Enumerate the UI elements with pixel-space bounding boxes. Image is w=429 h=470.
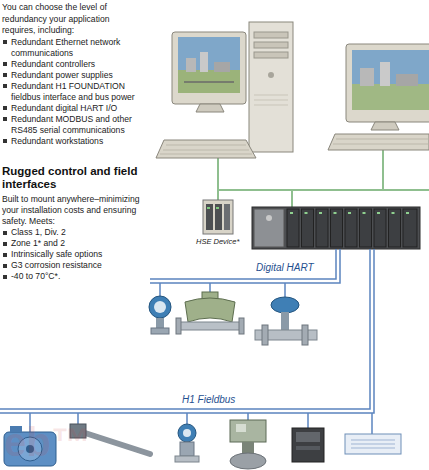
body-text: Built to mount anywhere–minimizing your … [2,194,140,227]
bullet-item: Redundant controllers [2,59,142,70]
vortex-flowmeter [255,297,317,345]
bullet-item: Redundant workstations [2,136,142,147]
bullet-item: -40 to 70°C*. [2,271,140,282]
workstation [328,44,429,150]
workstation [156,22,293,158]
bullet-item: Intrinsically safe options [2,249,140,260]
bullet-item: Redundant MODBUS and other RS485 serial … [2,114,142,136]
hse-device [203,200,233,234]
bullet-item: Zone 1* and 2 [2,238,140,249]
controller-rack [252,207,420,249]
text-column: Rugged control and field interfacesBuilt… [2,165,140,282]
bus-label: Digital HART [256,262,314,273]
io-module [345,434,401,454]
bullet-item: Redundant H1 FOUNDATION fieldbus interfa… [2,81,142,103]
bullet-item: Redundant Ethernet network communication… [2,37,142,59]
watermark: eb™ [4,420,91,465]
device-label: HSE Device* [196,237,239,246]
hart-transmitter [149,296,171,334]
bullet-item: G3 corrosion resistance [2,260,140,271]
ethernet-wire [218,150,429,207]
field-controller [292,428,324,462]
intro-text: You can choose the level of redundancy y… [2,2,132,37]
bus-label: H1 Fieldbus [182,394,235,405]
coriolis-flowmeter [176,292,244,334]
pressure-transmitter [175,424,199,462]
fieldbus-wire [0,249,374,434]
bullet-item: Redundant power supplies [2,70,142,81]
bullet-item: Redundant digital HART I/O [2,103,142,114]
section-heading: Rugged control and field interfaces [2,165,152,191]
hart-wire [150,249,340,297]
bullet-item: Class 1, Div. 2 [2,227,140,238]
text-column: You can choose the level of redundancy y… [2,2,142,147]
control-valve [230,420,266,469]
